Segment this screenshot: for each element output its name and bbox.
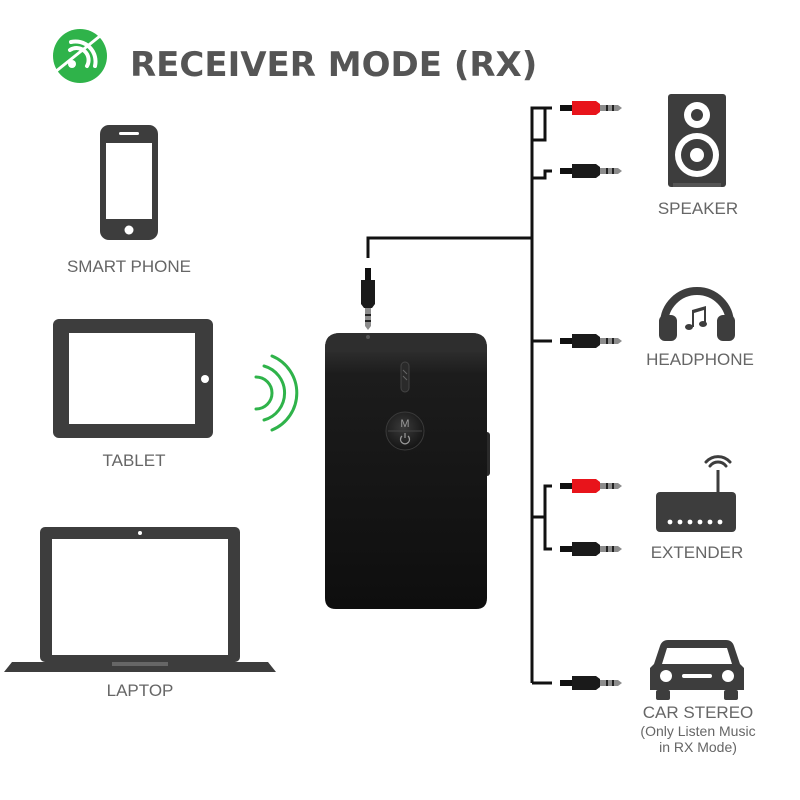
plug-extender-red [560,479,622,493]
plug-speaker-red [560,101,622,115]
mode-power-button[interactable]: M [385,411,425,451]
headphone-icon [659,287,735,341]
speaker-icon [668,94,726,187]
bluetooth-receiver-device: M [325,333,490,609]
source-label-laptop: LAPTOP [107,681,174,700]
header: RECEIVER MODE (RX) [53,29,537,85]
smartphone-icon [100,125,158,240]
led-indicator [400,361,410,393]
mode-button-label: M [400,418,409,430]
output-label-headphone: HEADPHONE [646,350,754,369]
plug-speaker-black [560,164,622,178]
tablet-icon [53,319,213,438]
output-label-extender: EXTENDER [651,543,744,562]
source-label-tablet: TABLET [103,451,166,470]
plug-device-input [361,268,375,330]
plug-car-stereo [560,676,622,690]
car-stereo-note-line2: in RX Mode) [659,739,737,755]
output-label-car-stereo: CAR STEREO [643,703,754,722]
power-icon [399,433,411,445]
plug-extender-black [560,542,622,556]
car-icon [650,640,744,700]
bluetooth-waves-icon [254,354,299,432]
wireless-signal-icon [53,29,107,83]
cable-network [366,106,552,685]
laptop-icon [4,527,276,672]
car-stereo-note-line1: (Only Listen Music [640,723,755,739]
source-label-smartphone: SMART PHONE [67,257,191,276]
plug-headphone [560,334,622,348]
router-icon [656,455,736,532]
output-label-speaker: SPEAKER [658,199,738,218]
page-title: RECEIVER MODE (RX) [130,45,537,85]
